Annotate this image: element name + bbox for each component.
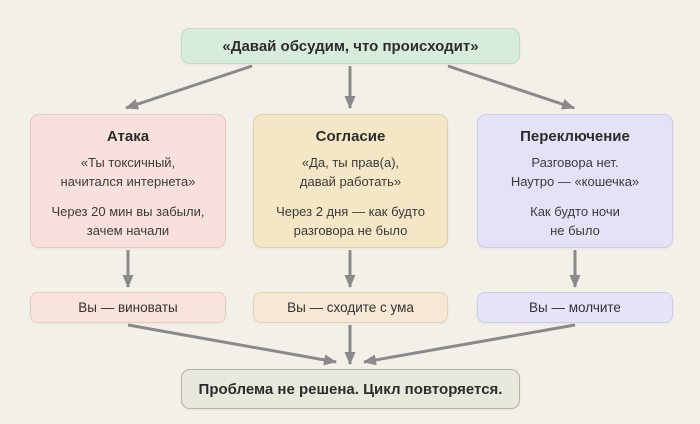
agree-result-label: Вы — сходите с ума xyxy=(287,300,414,315)
attack-result-box: Вы — виноваты xyxy=(30,292,226,323)
switch-quote: Разговора нет. Наутро — «кошечка» xyxy=(510,155,640,189)
arrow-root-to-attack xyxy=(125,64,253,110)
attack-note: Через 20 мин вы забыли, зачем начали xyxy=(51,203,205,238)
arrow-result-switch-to-outcome xyxy=(363,323,576,366)
attack-result-label: Вы — виноваты xyxy=(78,300,178,315)
agree-quote: «Да, ты прав(а), давай работать» xyxy=(299,155,402,189)
outcome-box: Проблема не решена. Цикл повторяется. xyxy=(181,369,520,409)
outcome-label: Проблема не решена. Цикл повторяется. xyxy=(198,380,503,398)
root-label: «Давай обсудим, что происходит» xyxy=(222,37,479,55)
agree-note: Через 2 дня — как будто разговора не был… xyxy=(276,203,425,238)
agree-result-box: Вы — сходите с ума xyxy=(253,292,448,323)
attack-box: Атака «Ты токсичный, начитался интернета… xyxy=(30,114,226,248)
arrow-root-to-switch xyxy=(447,64,575,110)
root-box: «Давай обсудим, что происходит» xyxy=(181,28,520,64)
switch-result-box: Вы — молчите xyxy=(477,292,673,323)
attack-quote: «Ты токсичный, начитался интернета» xyxy=(60,155,196,189)
switch-title: Переключение xyxy=(520,128,630,145)
arrow-result-attack-to-outcome xyxy=(127,323,337,366)
switch-box: Переключение Разговора нет. Наутро — «ко… xyxy=(477,114,673,248)
agree-box: Согласие «Да, ты прав(а), давай работать… xyxy=(253,114,448,248)
attack-title: Атака xyxy=(106,128,150,145)
agree-title: Согласие xyxy=(315,128,386,145)
switch-note: Как будто ночи не было xyxy=(530,203,620,238)
switch-result-label: Вы — молчите xyxy=(529,300,621,315)
